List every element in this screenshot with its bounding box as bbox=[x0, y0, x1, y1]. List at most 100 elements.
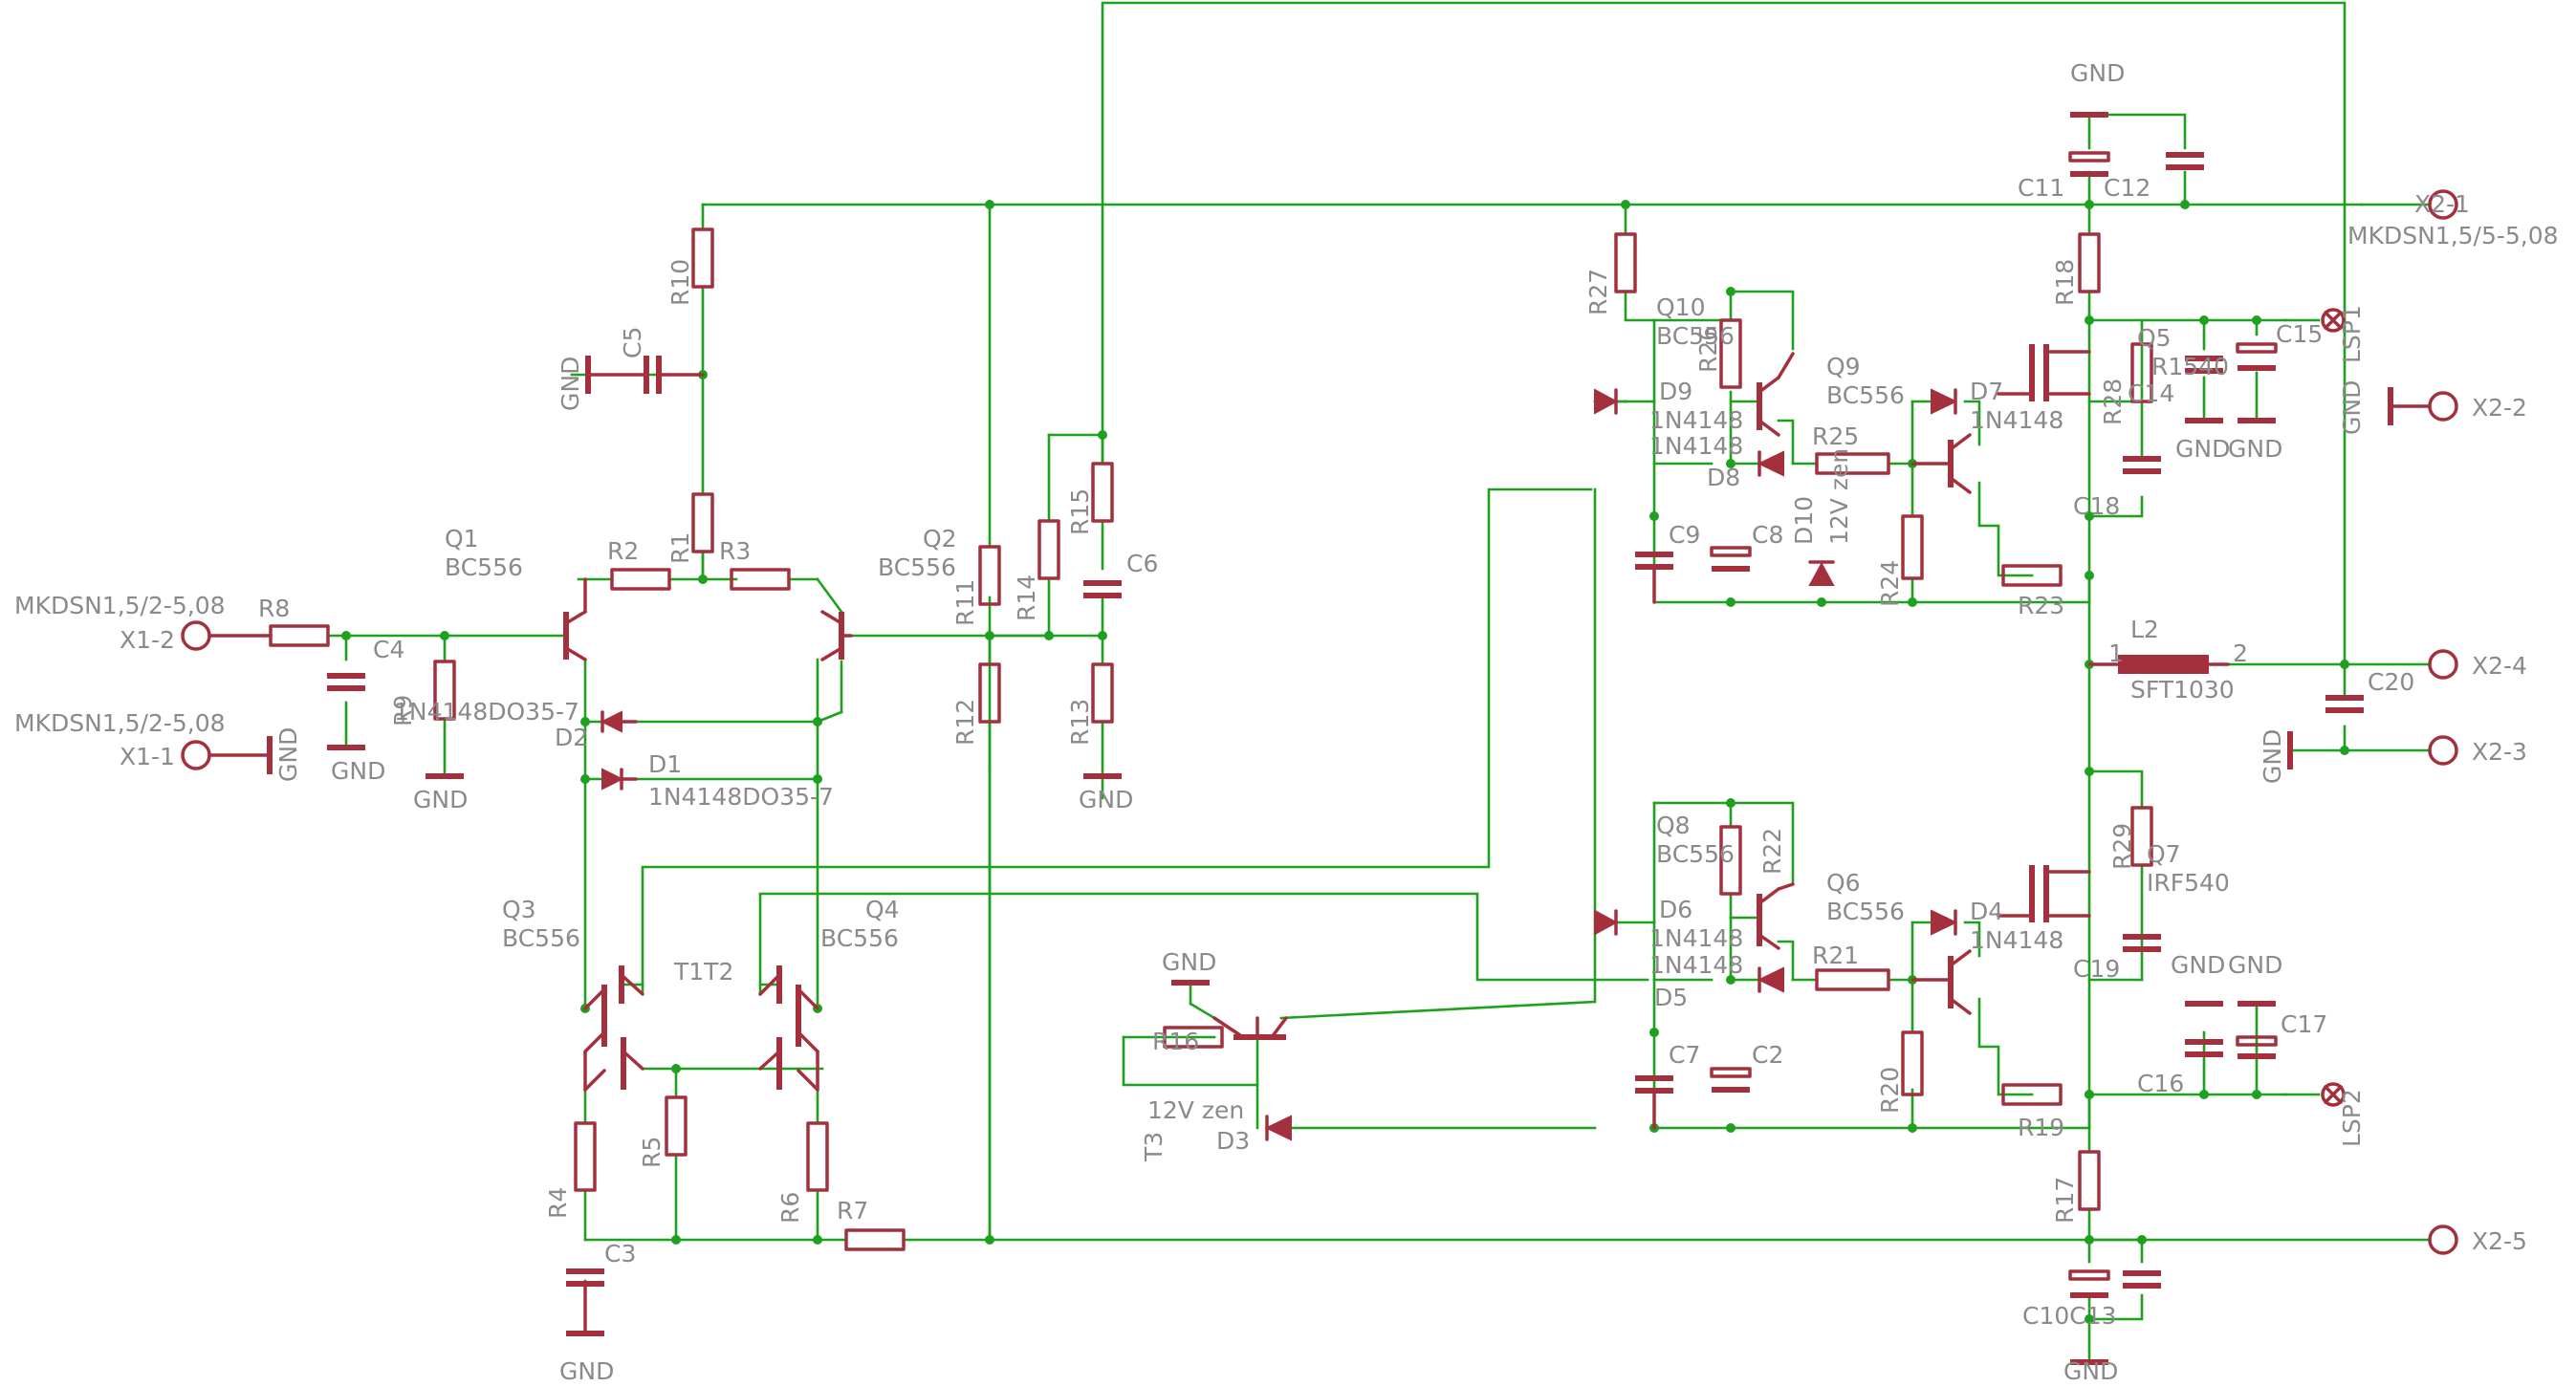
inductor-l2 bbox=[2087, 655, 2230, 674]
transistor-q1 bbox=[563, 577, 587, 661]
label-gnd-t3: GND bbox=[1162, 948, 1216, 976]
label-t1t2: T1T2 bbox=[673, 958, 733, 986]
resistor-r21 bbox=[1815, 968, 1890, 991]
label-r4: R4 bbox=[544, 1187, 572, 1219]
connector-x1-2[interactable] bbox=[181, 620, 211, 651]
label-d1-d2-overlap: 1N4148DO35-7 bbox=[394, 698, 579, 726]
junctions bbox=[341, 200, 2349, 1324]
label-c11: C11 bbox=[2018, 174, 2064, 202]
label-l2: L2 bbox=[2130, 616, 2159, 643]
capacitor-c6 bbox=[1083, 580, 1122, 598]
resistor-r25 bbox=[1815, 452, 1890, 475]
transistor-q3 bbox=[583, 965, 644, 1053]
label-d5-value: 1N4148 bbox=[1649, 951, 1743, 979]
capacitor-c20 bbox=[2325, 695, 2364, 713]
label-r17: R17 bbox=[2051, 1177, 2079, 1224]
label-gnd-r9: GND bbox=[413, 786, 468, 813]
components bbox=[181, 112, 2458, 1365]
lsp2[interactable] bbox=[2321, 1082, 2346, 1107]
label-x1-1: X1-1 bbox=[120, 743, 175, 770]
label-r22: R22 bbox=[1758, 828, 1786, 875]
capacitor-c17 bbox=[2236, 1035, 2278, 1059]
label-q3: Q3 bbox=[502, 896, 536, 923]
connector-x2-4[interactable] bbox=[2428, 649, 2458, 680]
connector-x2-5[interactable] bbox=[2428, 1224, 2458, 1255]
label-gnd-c11: GND bbox=[2070, 59, 2125, 87]
connector-x2-3[interactable] bbox=[2428, 735, 2458, 766]
diode-d7 bbox=[1931, 388, 1958, 415]
zener-d10 bbox=[1808, 560, 1835, 586]
label-c7: C7 bbox=[1669, 1041, 1700, 1069]
diode-d4 bbox=[1931, 909, 1958, 936]
label-c6: C6 bbox=[1126, 550, 1158, 577]
connector-x1-1[interactable] bbox=[181, 740, 211, 770]
resistor-r11 bbox=[978, 545, 1001, 606]
transistor-t2 bbox=[758, 1037, 819, 1092]
connector-x2-2[interactable] bbox=[2428, 391, 2458, 422]
label-gnd-c5: GND bbox=[557, 357, 584, 411]
lsp1[interactable] bbox=[2321, 308, 2346, 333]
label-q3-value: BC556 bbox=[502, 924, 580, 952]
label-c14: C14 bbox=[2128, 379, 2174, 407]
label-d8-value: 1N4148 bbox=[1649, 432, 1743, 460]
label-r2: R2 bbox=[607, 537, 639, 565]
label-x2-2: X2-2 bbox=[2472, 394, 2527, 422]
capacitor-c3 bbox=[566, 1268, 604, 1287]
label-r11: R11 bbox=[951, 579, 979, 626]
resistor-r24 bbox=[1901, 514, 1924, 580]
label-r24: R24 bbox=[1876, 560, 1904, 607]
resistor-r7 bbox=[844, 1228, 906, 1251]
label-gnd-c16: GND bbox=[2171, 951, 2225, 979]
label-q1: Q1 bbox=[445, 525, 479, 553]
label-l2-pin1: 1 bbox=[2108, 639, 2124, 667]
label-r1: R1 bbox=[666, 532, 694, 564]
capacitor-c10 bbox=[2068, 1269, 2110, 1298]
label-gnd-c3: GND bbox=[559, 1357, 614, 1385]
resistor-r15 bbox=[1091, 462, 1114, 523]
connector-x2-1[interactable] bbox=[2428, 189, 2458, 220]
label-x2-3: X2-3 bbox=[2472, 738, 2527, 766]
label-r6: R6 bbox=[776, 1192, 804, 1224]
label-x2-5: X2-5 bbox=[2472, 1227, 2527, 1255]
label-x1-2: X1-2 bbox=[120, 626, 175, 654]
label-r25: R25 bbox=[1812, 423, 1859, 450]
capacitor-c4 bbox=[327, 673, 365, 691]
resistor-r13 bbox=[1091, 662, 1114, 724]
label-r7: R7 bbox=[837, 1197, 868, 1224]
resistor-r1 bbox=[691, 492, 714, 553]
label-q10: Q10 bbox=[1656, 293, 1706, 321]
label-d1-value: 1N4148DO35-7 bbox=[648, 783, 834, 811]
label-12v-zen-d3: 12V zen bbox=[1147, 1096, 1244, 1124]
label-gnd-c15: GND bbox=[2228, 435, 2282, 463]
label-c19: C19 bbox=[2073, 955, 2120, 983]
resistor-r23 bbox=[2001, 564, 2063, 587]
resistor-r4 bbox=[574, 1121, 597, 1192]
diode-d5 bbox=[1757, 966, 1784, 993]
diode-d9 bbox=[1594, 388, 1619, 415]
label-gnd-c10: GND bbox=[2063, 1357, 2118, 1385]
capacitor-c15b bbox=[2236, 342, 2278, 371]
resistor-r2 bbox=[610, 568, 671, 591]
label-r19: R19 bbox=[2018, 1114, 2064, 1141]
resistor-r5 bbox=[665, 1095, 688, 1157]
label-q7: Q7 bbox=[2147, 840, 2181, 868]
diode-d8 bbox=[1757, 450, 1784, 477]
label-lsp2: LSP2 bbox=[2338, 1089, 2366, 1147]
label-r18: R18 bbox=[2051, 259, 2079, 306]
label-gnd-c14: GND bbox=[2175, 435, 2230, 463]
label-d5: D5 bbox=[1654, 984, 1688, 1011]
capacitor-c11 bbox=[2068, 151, 2110, 177]
label-d4-value: 1N4148 bbox=[1970, 926, 2063, 954]
label-d10-value: 12V zen bbox=[1825, 448, 1853, 545]
label-c12: C12 bbox=[2104, 174, 2150, 202]
label-l2-pin2: 2 bbox=[2233, 639, 2248, 667]
label-r29: R29 bbox=[2108, 823, 2136, 870]
label-d1: D1 bbox=[648, 750, 682, 778]
label-d6: D6 bbox=[1659, 896, 1692, 923]
label-q9-value: BC556 bbox=[1826, 381, 1905, 409]
label-q8-value: BC556 bbox=[1656, 840, 1735, 868]
label-r21: R21 bbox=[1812, 942, 1859, 969]
label-r20: R20 bbox=[1876, 1067, 1904, 1114]
label-r26: R26 bbox=[1694, 326, 1722, 373]
